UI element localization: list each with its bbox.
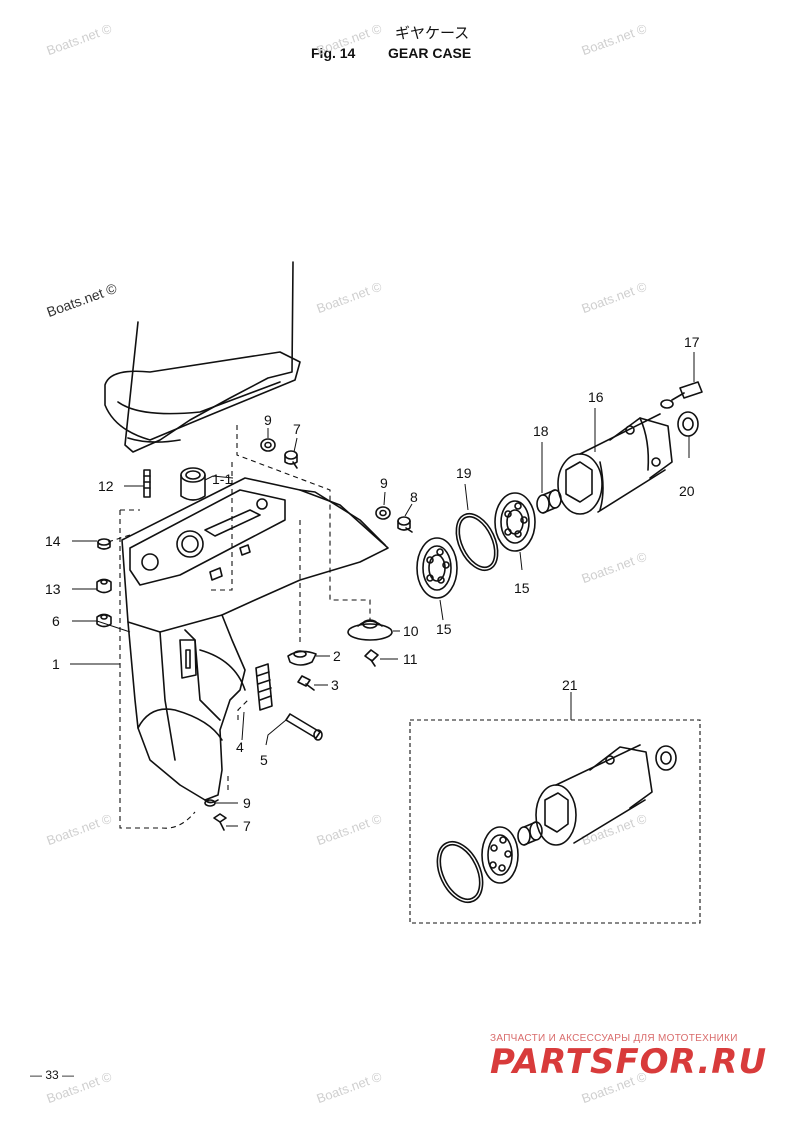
- bearing-15-right-drawing: [494, 492, 536, 552]
- brand-logo: PARTSFOR.RU: [490, 1042, 768, 1082]
- callout-2: 2: [333, 648, 341, 664]
- callout-15-right: 15: [514, 580, 530, 596]
- callout-17: 17: [684, 334, 700, 350]
- assembly-21-drawing: [436, 744, 677, 904]
- callout-19: 19: [456, 465, 472, 481]
- callout-20: 20: [679, 483, 695, 499]
- bushing-18-drawing: [536, 489, 562, 514]
- callout-16: 16: [588, 389, 604, 405]
- bearing-15-left-drawing: [416, 537, 458, 599]
- part-17-20-drawing: [660, 381, 703, 437]
- japanese-title: ギヤケース: [395, 25, 470, 42]
- callout-1: 1: [52, 656, 60, 672]
- leader-lines: [70, 352, 695, 827]
- callout-7-bottom: 7: [243, 818, 251, 834]
- callout-7-top: 7: [293, 421, 301, 437]
- callout-6: 6: [52, 613, 60, 629]
- bearing-housing-16-drawing: [557, 413, 673, 515]
- o-ring-19-drawing: [455, 512, 499, 572]
- driveshaft-housing-drawing: [104, 261, 301, 453]
- dashed-guides: [107, 425, 701, 924]
- callout-12: 12: [98, 478, 114, 494]
- callout-4: 4: [236, 739, 244, 755]
- page-number: — 33 —: [30, 1068, 75, 1082]
- left-fasteners-drawing: [96, 538, 112, 628]
- callout-8: 8: [410, 489, 418, 505]
- callout-1-1: 1-1: [212, 471, 232, 487]
- stud-12-drawing: [143, 469, 151, 498]
- callout-9-bottom: 9: [243, 795, 251, 811]
- dowel-and-bolt-drawing: [255, 663, 323, 741]
- callout-9-middle: 9: [380, 475, 388, 491]
- callout-13: 13: [45, 581, 61, 597]
- callout-9-top: 9: [264, 412, 272, 428]
- part-1-1-drawing: [180, 467, 206, 501]
- callout-14: 14: [45, 533, 61, 549]
- page-title: GEAR CASE: [388, 45, 472, 61]
- callout-10: 10: [403, 623, 419, 639]
- top-fasteners-drawing: [260, 438, 413, 533]
- brand-tagline: ЗАПЧАСТИ И АКСЕССУАРЫ ДЛЯ МОТОТЕХНИКИ: [490, 1033, 738, 1044]
- figure-number: Fig. 14: [311, 45, 356, 61]
- callout-3: 3: [331, 677, 339, 693]
- callout-15-left: 15: [436, 621, 452, 637]
- brand-watermark: ЗАПЧАСТИ И АКСЕССУАРЫ ДЛЯ МОТОТЕХНИКИ PA…: [490, 1033, 790, 1082]
- bottom-fasteners-drawing: [204, 799, 227, 831]
- callout-11: 11: [403, 651, 418, 667]
- callout-5: 5: [260, 752, 268, 768]
- callout-21: 21: [562, 677, 578, 693]
- gear-case-body-drawing: [121, 477, 389, 804]
- callout-18: 18: [533, 423, 549, 439]
- anode-and-screws-drawing: [287, 619, 393, 691]
